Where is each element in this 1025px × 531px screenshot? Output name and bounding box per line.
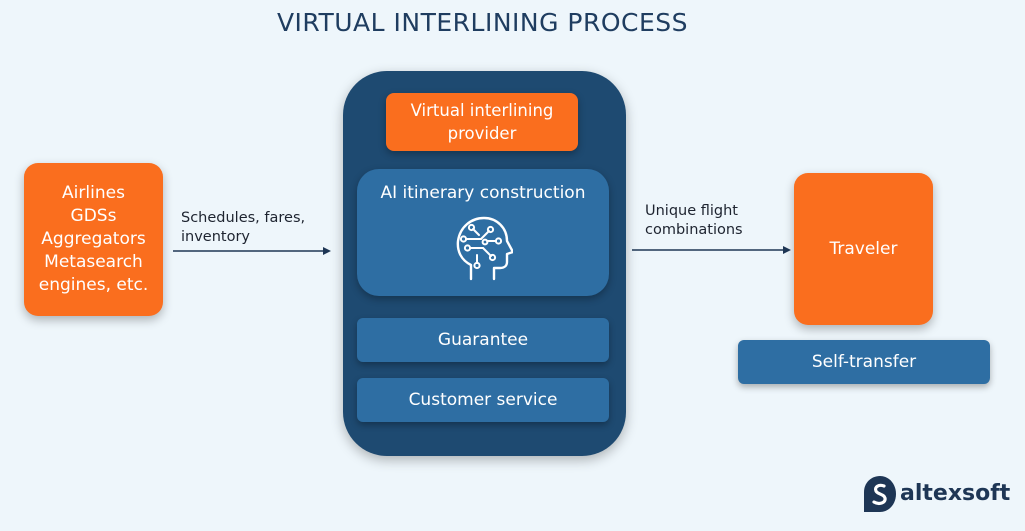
right-arrow-label-line2: combinations xyxy=(645,222,743,238)
source-metasearch: Metasearch xyxy=(44,252,143,272)
right-arrow xyxy=(632,246,791,254)
provider-line2: provider xyxy=(447,124,517,143)
provider-line1: Virtual interlining xyxy=(410,101,554,120)
ai-itinerary-label: AI itinerary construction xyxy=(380,183,586,203)
altexsoft-logo-text: altexsoft xyxy=(900,481,1011,506)
ai-head-icon xyxy=(456,216,513,281)
source-aggregators: Aggregators xyxy=(41,229,146,249)
data-sources-box: Airlines GDSs Aggregators Metasearch eng… xyxy=(24,163,163,316)
right-arrow-label-line1: Unique flight xyxy=(645,203,738,219)
left-arrow-label-line1: Schedules, fares, xyxy=(181,210,306,226)
traveler-box: Traveler xyxy=(794,173,933,325)
left-arrow xyxy=(173,247,331,255)
altexsoft-logo: altexsoft xyxy=(863,475,1011,515)
right-arrow-label: Unique flight combinations xyxy=(645,202,743,240)
left-arrow-label: Schedules, fares, inventory xyxy=(181,209,305,247)
customer-service-box: Customer service xyxy=(357,378,609,422)
source-gdss: GDSs xyxy=(70,206,117,226)
diagram-title: VIRTUAL INTERLINING PROCESS xyxy=(276,8,689,37)
provider-box: Virtual interlining provider xyxy=(386,93,578,151)
source-airlines: Airlines xyxy=(62,183,125,203)
source-engines-etc: engines, etc. xyxy=(38,275,149,295)
left-arrow-label-line2: inventory xyxy=(181,229,251,245)
altexsoft-logo-icon xyxy=(864,476,896,512)
self-transfer-box: Self-transfer xyxy=(738,340,990,384)
guarantee-box: Guarantee xyxy=(357,318,609,362)
ai-itinerary-box: AI itinerary construction xyxy=(357,169,609,296)
